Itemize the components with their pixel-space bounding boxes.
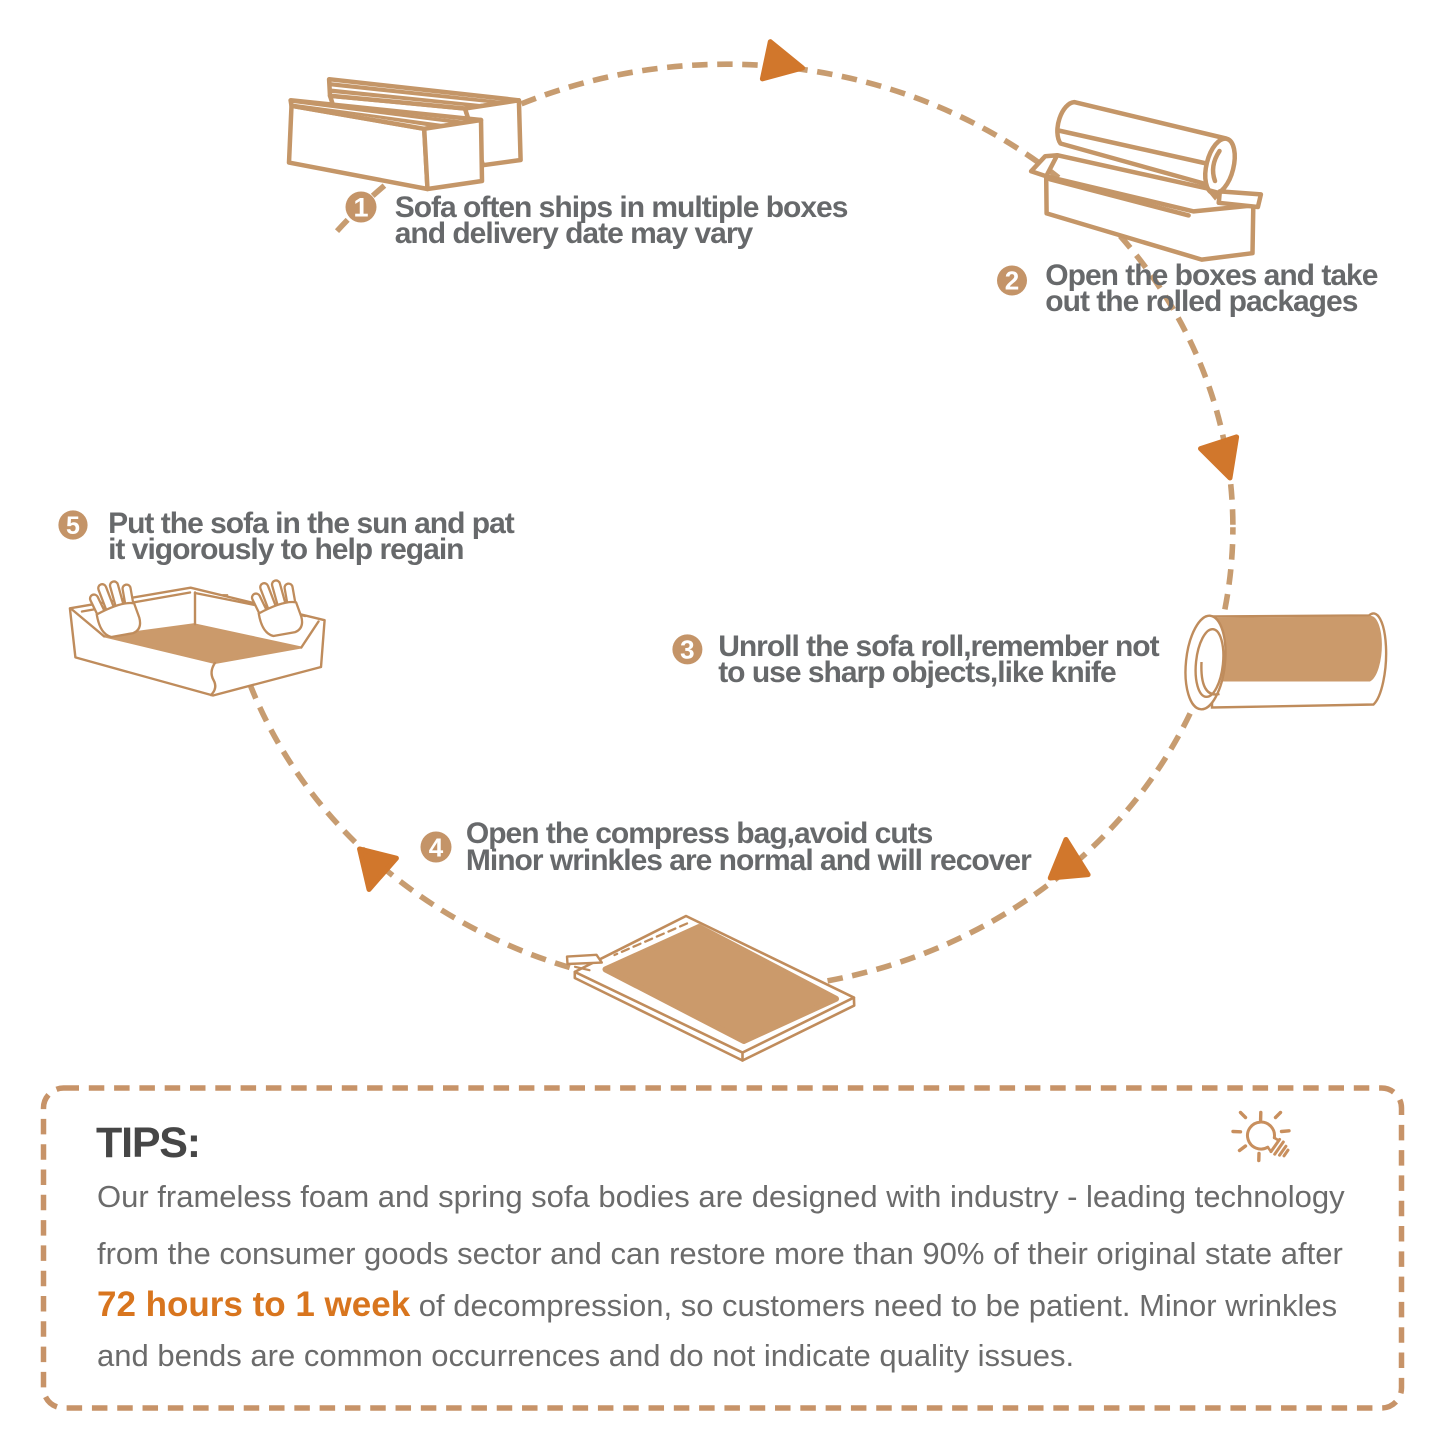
svg-text:3: 3 (680, 634, 694, 664)
svg-text:4: 4 (429, 832, 444, 862)
svg-text:5: 5 (66, 512, 80, 540)
svg-text:2: 2 (1005, 266, 1019, 296)
svg-text:1: 1 (353, 193, 368, 223)
